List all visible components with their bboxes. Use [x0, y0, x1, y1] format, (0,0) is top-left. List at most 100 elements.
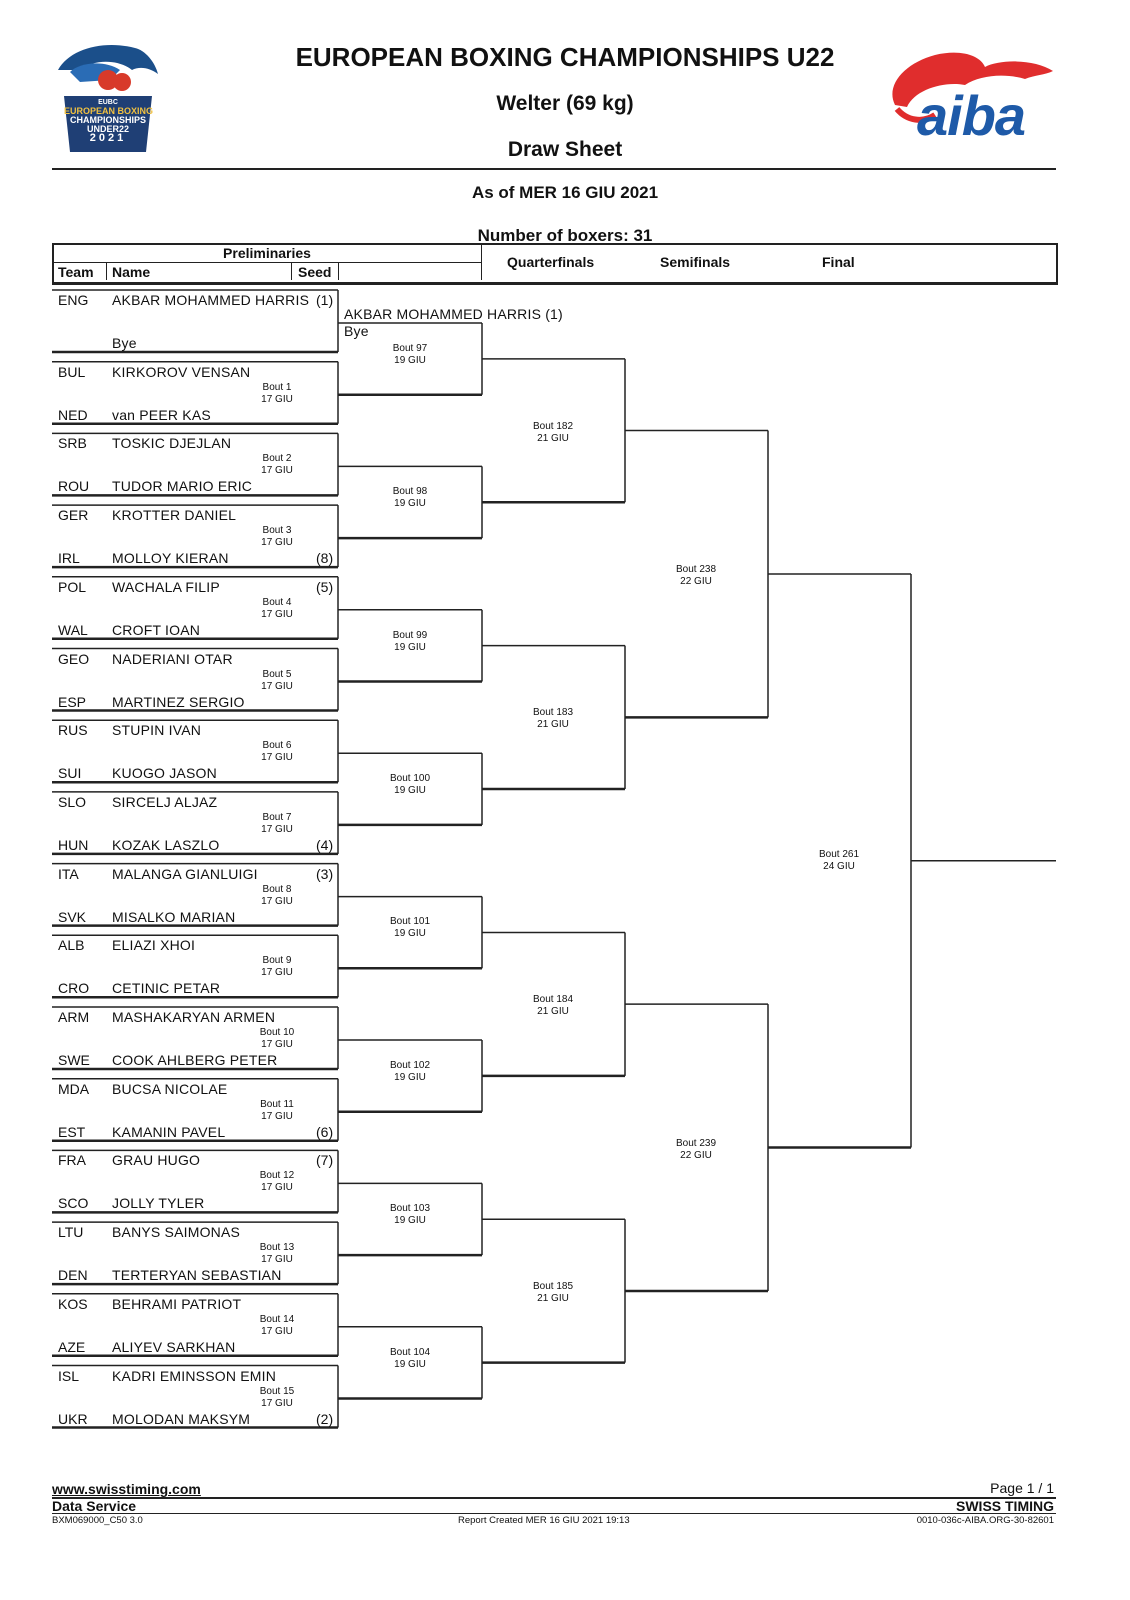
semifinals-header: Semifinals	[660, 254, 731, 270]
bout-number: Bout 15	[259, 1385, 295, 1397]
boxer-seed: (1)	[316, 292, 334, 308]
footer-brand: SWISS TIMING	[956, 1498, 1054, 1514]
boxer-name: TUDOR MARIO ERIC	[112, 478, 253, 495]
boxer-team: LTU	[58, 1224, 84, 1241]
boxer-team: WAL	[58, 621, 88, 638]
logo-text-line: CHAMPIONSHIPS	[69, 115, 146, 125]
boxer-team: CRO	[58, 980, 90, 997]
boxer-name: MALANGA GIANLUIGI	[112, 865, 258, 882]
boxer-name: COOK AHLBERG PETER	[112, 1052, 278, 1068]
aiba-logo: aiba	[885, 45, 1060, 150]
header-vline	[291, 263, 292, 280]
column-header-box	[52, 243, 1058, 285]
bout-date: 19 GIU	[394, 1358, 426, 1370]
bout-number: Bout 6	[262, 740, 292, 752]
bout-number: Bout 9	[262, 955, 292, 967]
bout-date: 19 GIU	[394, 928, 426, 940]
boxer-name: JOLLY TYLER	[112, 1195, 205, 1212]
bout-date: 21 GIU	[537, 719, 569, 731]
boxer-team: NED	[58, 406, 88, 423]
bout-date: 19 GIU	[394, 498, 426, 510]
logo-text-line: EUBC	[98, 99, 118, 106]
bout-date: 19 GIU	[394, 1215, 426, 1227]
bout-number: Bout 1	[262, 381, 292, 393]
boxer-name: TOSKIC DJEJLAN	[112, 435, 232, 452]
boxer-name: TERTERYAN SEBASTIAN	[112, 1267, 282, 1284]
boxer-name: STUPIN IVAN	[112, 722, 202, 739]
boxer-team: AZE	[58, 1338, 86, 1355]
bout-number: Bout 101	[389, 916, 431, 928]
boxer-seed: (7)	[316, 1152, 334, 1169]
boxer-team: SCO	[58, 1195, 89, 1212]
number-of-boxers: Number of boxers: 31	[477, 226, 653, 245]
bout-number: Bout 2	[262, 453, 292, 465]
bout-number: Bout 97	[392, 342, 428, 354]
boxer-team: DEN	[58, 1267, 88, 1284]
bout-date: 17 GIU	[261, 1039, 293, 1050]
boxer-team: ITA	[58, 865, 79, 882]
bout-number: Bout 238	[675, 563, 717, 575]
boxer-name: MASHAKARYAN ARMEN	[112, 1009, 276, 1025]
bout-date: 17 GIU	[261, 680, 293, 692]
logo-text-line: EUROPEAN BOXING	[64, 106, 154, 116]
boxer-team: EST	[58, 1123, 86, 1140]
footer-divider	[52, 1497, 1056, 1499]
boxer-team: ARM	[58, 1009, 90, 1025]
name-header: Name	[112, 264, 151, 280]
footer-code: BXM069000_C50 3.0	[52, 1515, 143, 1526]
bout-number: Bout 104	[389, 1346, 431, 1358]
footer-website[interactable]: www.swisstiming.com	[52, 1481, 201, 1497]
bout-date: 17 GIU	[261, 1254, 293, 1266]
boxer-name: KUOGO JASON	[112, 765, 217, 782]
bout-date: 19 GIU	[394, 354, 426, 366]
bout-date: 17 GIU	[261, 752, 293, 764]
boxer-team: KOS	[58, 1295, 88, 1312]
bout-date: 17 GIU	[261, 1325, 293, 1337]
boxer-team: UKR	[58, 1410, 88, 1427]
boxer-name: MISALKO MARIAN	[112, 908, 236, 925]
boxer-seed: (2)	[316, 1410, 334, 1427]
page-title: EUROPEAN BOXING CHAMPIONSHIPS U22	[295, 42, 835, 72]
boxer-team: ISL	[58, 1367, 80, 1384]
bout-date: 17 GIU	[261, 465, 293, 477]
boxer-name: CROFT IOAN	[112, 621, 201, 638]
seed-header: Seed	[298, 264, 332, 280]
boxer-name: AKBAR MOHAMMED HARRIS	[112, 292, 310, 308]
boxer-team: POL	[58, 578, 87, 595]
bout-number: Bout 185	[532, 1280, 574, 1292]
bout-date: 17 GIU	[261, 1397, 293, 1409]
boxer-team: GER	[58, 507, 89, 524]
boxer-seed: (3)	[316, 865, 334, 882]
logo-text-line: 2021	[89, 132, 127, 144]
boxer-team: ROU	[58, 478, 90, 495]
bout-number: Bout 13	[259, 1242, 295, 1254]
quarterfinals-header: Quarterfinals	[507, 254, 595, 270]
boxer-name: ALIYEV SARKHAN	[112, 1338, 236, 1355]
boxer-name: CETINIC PETAR	[112, 980, 221, 997]
bout-number: Bout 103	[389, 1203, 431, 1215]
boxer-team: MDA	[58, 1080, 90, 1097]
footer-report-created: Report Created MER 16 GIU 2021 19:13	[458, 1515, 630, 1526]
advanced-boxer-name: AKBAR MOHAMMED HARRIS (1)	[344, 306, 563, 322]
boxer-team: HUN	[58, 836, 89, 853]
bout-number: Bout 239	[675, 1137, 717, 1149]
boxer-team: SRB	[58, 435, 87, 452]
boxer-team: BUL	[58, 363, 86, 380]
bout-number: Bout 11	[260, 1098, 294, 1110]
bout-date: 17 GIU	[261, 1182, 293, 1194]
boxer-name: KAMANIN PAVEL	[112, 1123, 226, 1140]
